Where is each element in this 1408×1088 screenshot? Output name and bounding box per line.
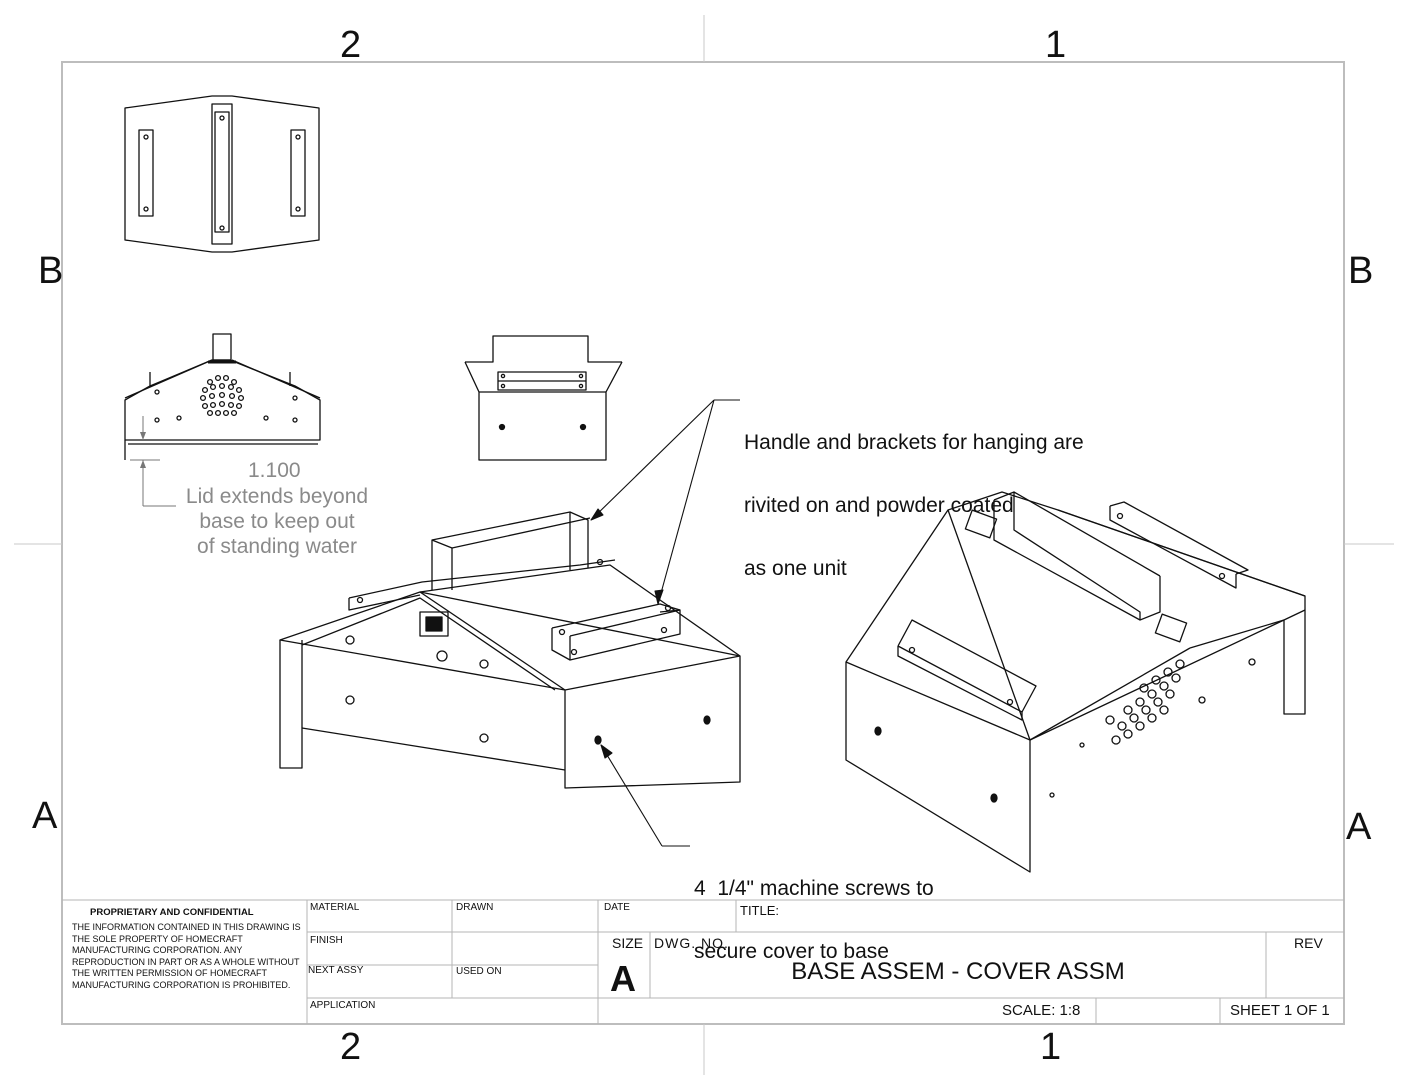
isometric-view-left [279,511,741,789]
scale-text: SCALE: 1:8 [1002,1002,1081,1019]
next-assy-label: NEXT ASSY [308,965,364,976]
zone-label-bottom-2: 2 [340,1026,362,1068]
confidential-title: PROPRIETARY AND CONFIDENTIAL [90,907,254,918]
handle-note-line: rivited on and powder coated [744,494,1014,517]
handle-note: Handle and brackets for hanging are rivi… [744,390,1084,600]
drawing-title: BASE ASSEM - COVER ASSM [791,958,1125,985]
lid-note-line: base to keep out [199,510,355,533]
vent-holes-front [199,374,245,417]
dimension-value: 1.100 [248,459,301,482]
zone-label-right-b: B [1348,250,1374,292]
zone-label-right-a: A [1346,806,1372,848]
handle-note-line: Handle and brackets for hanging are [744,431,1084,454]
application-label: APPLICATION [310,1000,376,1011]
screws-note-line: 4 1/4" machine screws to [694,877,934,900]
vent-holes-right [1105,659,1185,745]
isometric-view-right [845,491,1306,873]
title-label: TITLE: [740,903,780,918]
dwg-no-label: DWG. NO. [654,935,729,951]
top-view [124,95,320,253]
screws-note: 4 1/4" machine screws to secure cover to… [694,836,934,983]
size-label: SIZE [612,935,644,951]
lid-note: Lid extends beyond base to keep out of s… [170,484,384,559]
zone-label-left-a: A [32,795,58,837]
date-label: DATE [604,902,630,913]
sheet-border [61,61,1345,1025]
screws-note-line: secure cover to base [694,940,889,963]
lid-note-line: Lid extends beyond [185,485,369,508]
drawn-label: DRAWN [456,902,494,913]
front-view [124,333,321,507]
used-on-label: USED ON [456,966,502,977]
size-value: A [610,958,636,999]
leader-lines [590,399,740,847]
zone-label-top-1: 1 [1045,24,1067,66]
zone-label-top-2: 2 [340,24,362,66]
rev-label: REV [1294,935,1323,951]
lid-note-line: of standing water [197,535,357,558]
title-block-lines [62,899,1344,1024]
sheet-text: SHEET 1 OF 1 [1230,1002,1330,1019]
finish-label: FINISH [310,935,343,946]
zone-label-bottom-1: 1 [1040,1026,1062,1068]
material-label: MATERIAL [310,902,360,913]
zone-label-left-b: B [38,250,64,292]
side-view [464,335,623,461]
confidential-body: THE INFORMATION CONTAINED IN THIS DRAWIN… [72,922,301,990]
handle-note-line: as one unit [744,557,847,580]
